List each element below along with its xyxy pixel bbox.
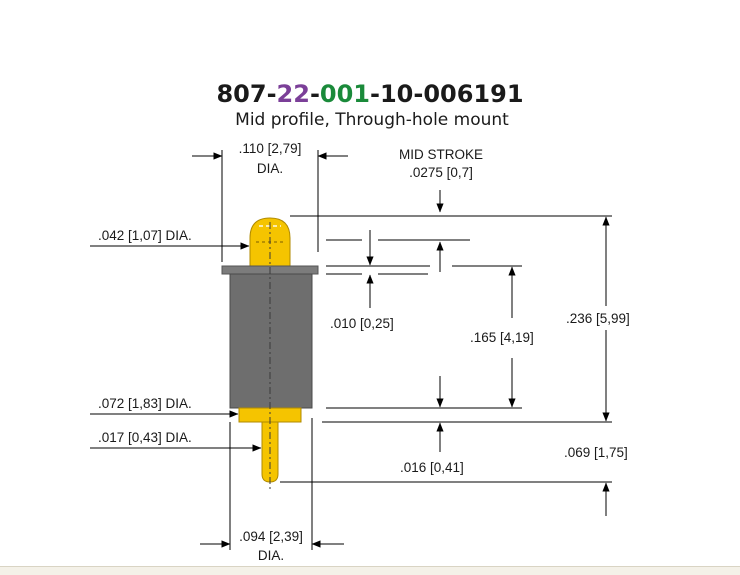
part-number-seg-2: 22	[277, 80, 310, 108]
dimension-labels: .110 [2,79] DIA. MID STROKE .0275 [0,7] …	[98, 141, 630, 563]
top-dia-value: .110 [2,79]	[239, 141, 302, 156]
footer-band	[0, 566, 740, 575]
bottom-dia-suffix: DIA.	[258, 548, 284, 563]
top-dia-suffix: DIA.	[257, 161, 283, 176]
overall-length-label: .236 [5,99]	[566, 311, 630, 326]
plunger-dia-label: .042 [1,07] DIA.	[98, 228, 192, 243]
part-subtitle: Mid profile, Through-hole mount	[235, 110, 509, 130]
collar-dia-label: .072 [1,83] DIA.	[98, 396, 192, 411]
tail-length-label: .069 [1,75]	[564, 445, 628, 460]
collar-height-label: .016 [0,41]	[400, 460, 464, 475]
part-number-seg-3: -	[310, 80, 320, 108]
part-number-seg-5: -10-006191	[370, 80, 524, 108]
tail-dia-label: .017 [0,43] DIA.	[98, 430, 192, 445]
pin-part	[221, 217, 319, 492]
body-length-label: .165 [4,19]	[470, 330, 534, 345]
bottom-dia-value: .094 [2,39]	[239, 529, 303, 544]
part-number-title: 807-22-001-10-006191	[216, 80, 523, 108]
mid-stroke-value: .0275 [0,7]	[409, 165, 473, 180]
part-number-seg-1: 807-	[216, 80, 276, 108]
barrel-body	[229, 273, 313, 409]
mid-stroke-label: MID STROKE	[399, 147, 483, 162]
part-number-seg-4: 001	[320, 80, 370, 108]
flange-thickness-label: .010 [0,25]	[330, 316, 394, 331]
dimension-lines	[90, 150, 612, 550]
